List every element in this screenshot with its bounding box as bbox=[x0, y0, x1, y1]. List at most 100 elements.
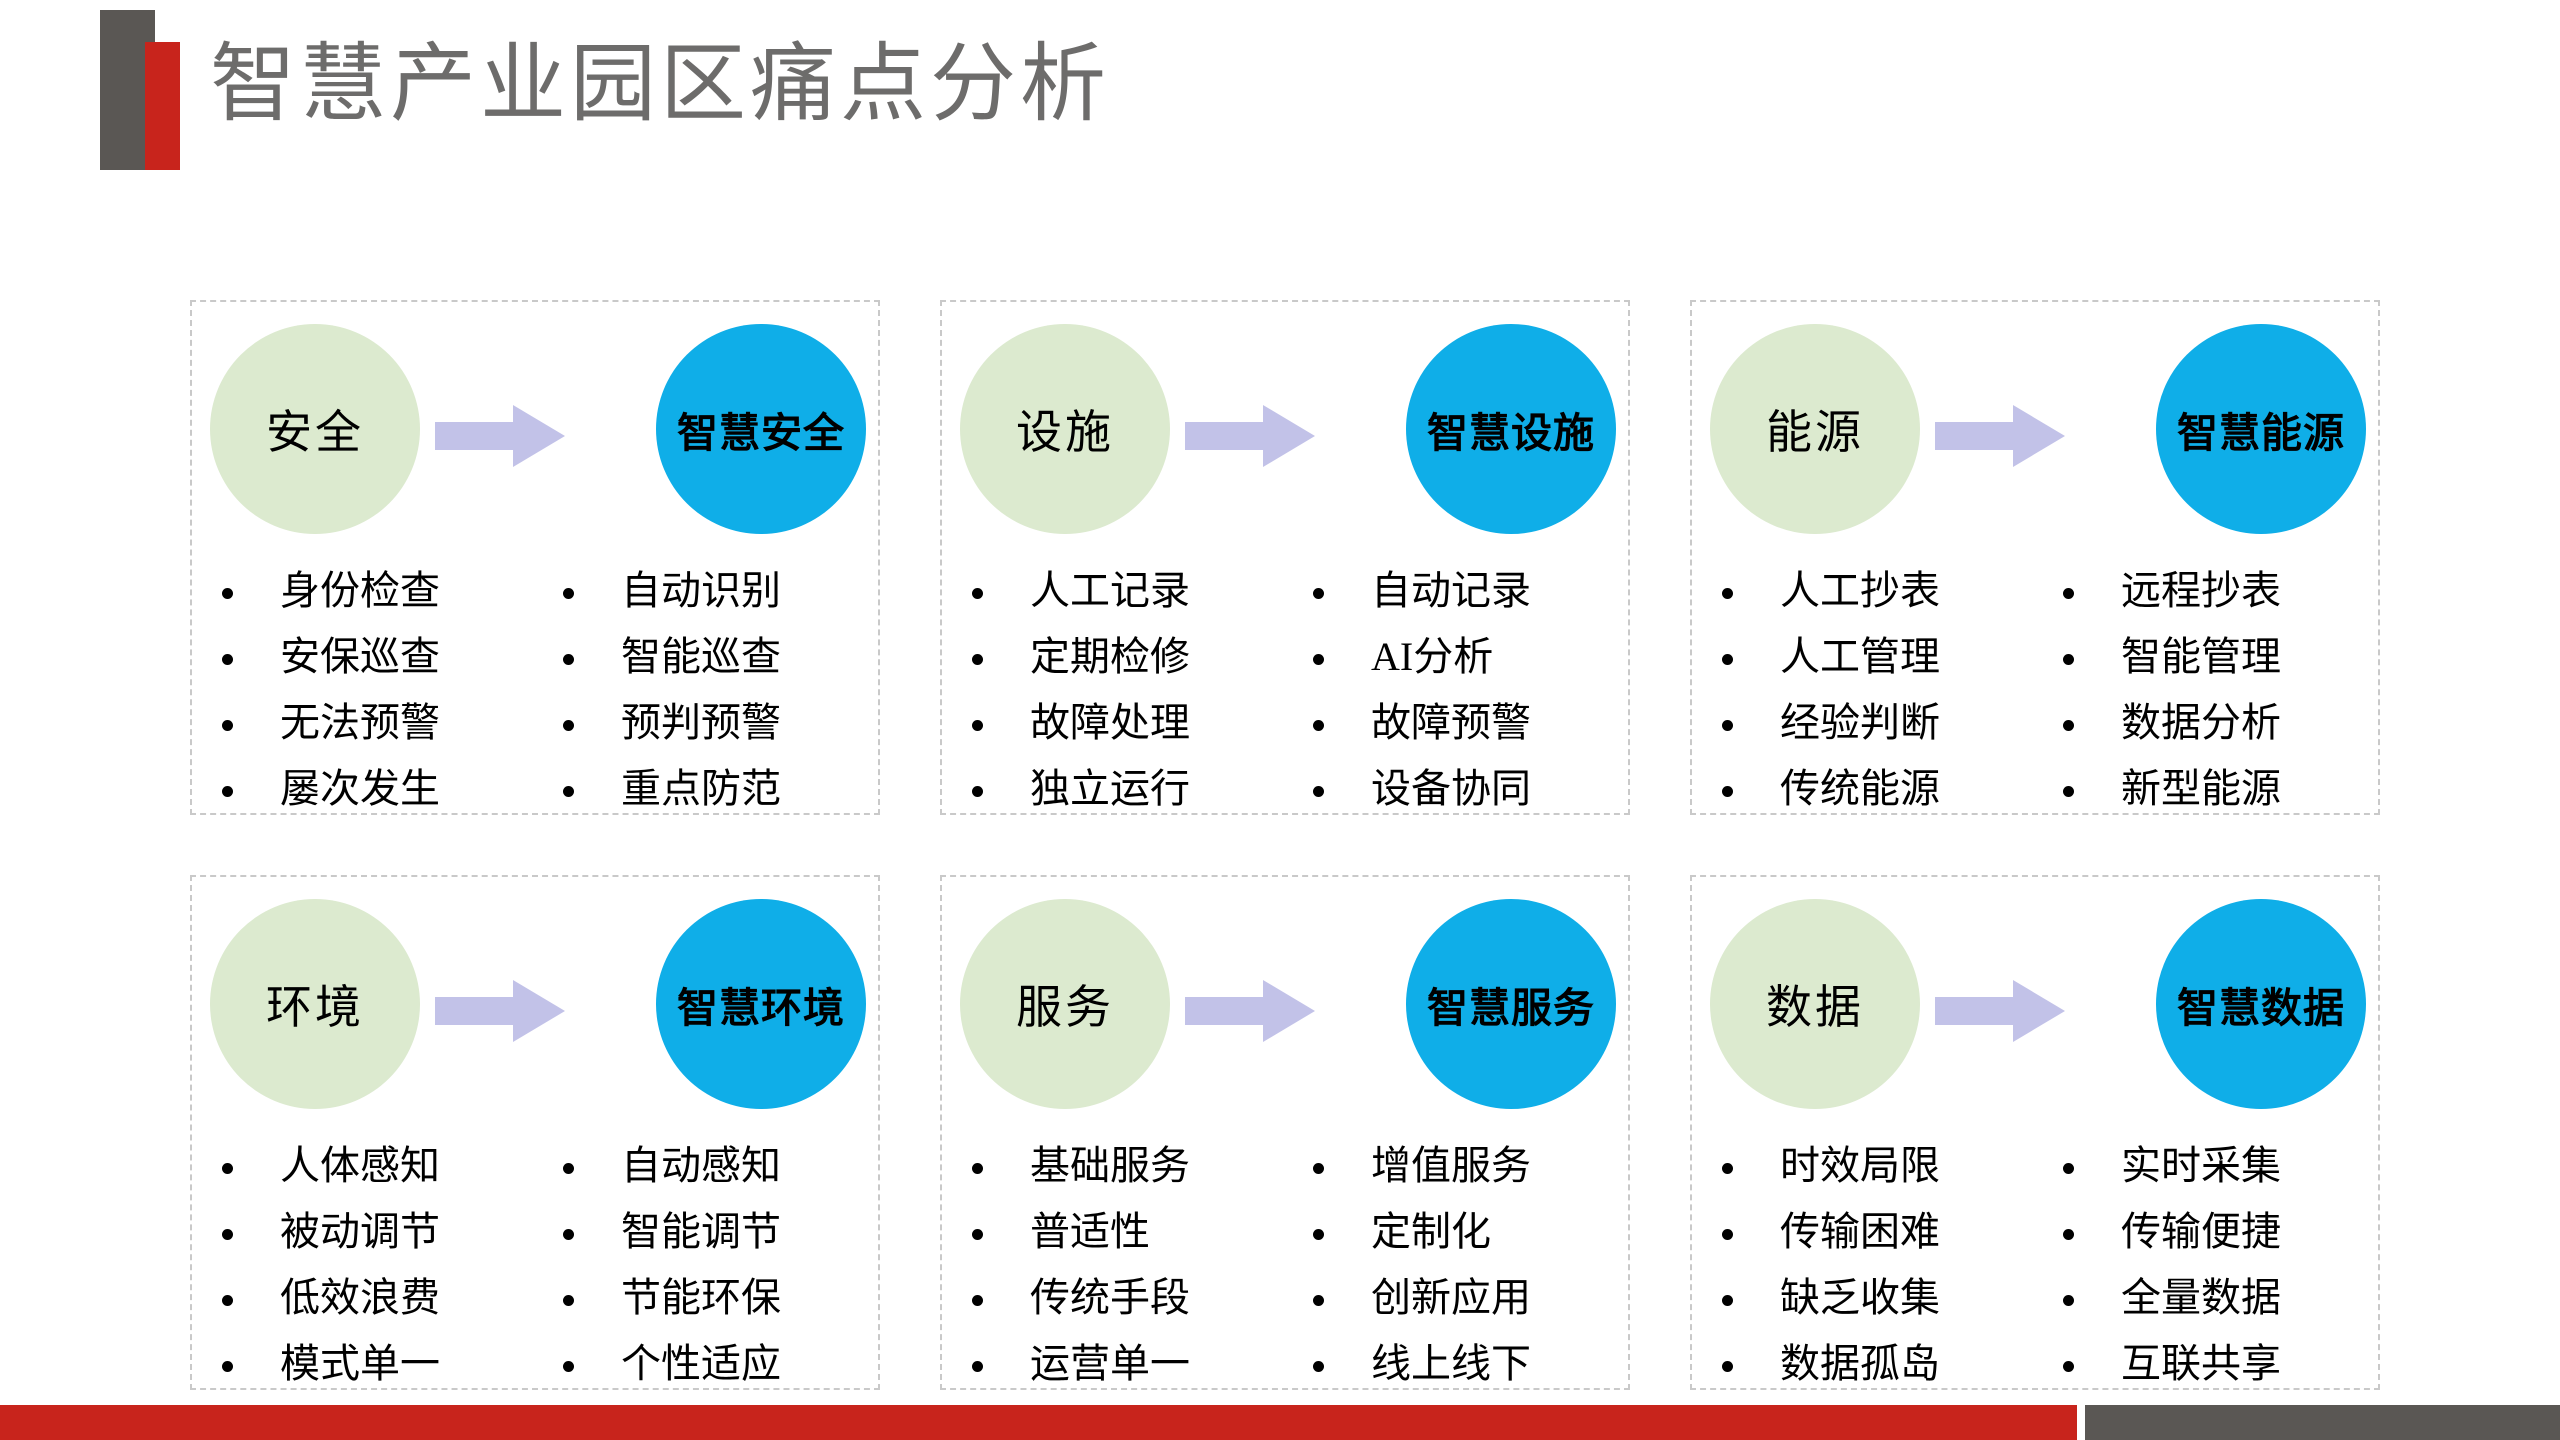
pain-point-list-items: 人体感知被动调节低效浪费模式单一 bbox=[214, 1133, 537, 1397]
card-header: 安全 智慧安全 bbox=[192, 302, 878, 557]
pain-circle[interactable]: 能源 bbox=[1710, 324, 1920, 534]
list-item: 低效浪费 bbox=[214, 1265, 537, 1331]
card-header: 服务 智慧服务 bbox=[942, 877, 1628, 1132]
arrow-right-icon bbox=[435, 405, 565, 467]
pain-circle[interactable]: 服务 bbox=[960, 899, 1170, 1109]
list-item: 预判预警 bbox=[555, 690, 878, 756]
list-item: 数据分析 bbox=[2055, 690, 2378, 756]
page-title: 智慧产业园区痛点分析 bbox=[210, 36, 1110, 132]
list-item: 缺乏收集 bbox=[1714, 1265, 2037, 1331]
list-item: 智能巡查 bbox=[555, 624, 878, 690]
pain-point-card: 数据 智慧数据时效局限传输困难缺乏收集数据孤岛实时采集传输便捷全量数据互联共享 bbox=[1690, 875, 2380, 1390]
title-bar: 智慧产业园区痛点分析 bbox=[0, 0, 2560, 200]
footer-bar-gray bbox=[2085, 1405, 2560, 1440]
pain-point-list-items: 时效局限传输困难缺乏收集数据孤岛 bbox=[1714, 1133, 2037, 1397]
list-item: 数据孤岛 bbox=[1714, 1331, 2037, 1397]
list-item: 人工管理 bbox=[1714, 624, 2037, 690]
smart-point-list: 增值服务定制化创新应用线上线下 bbox=[1287, 1127, 1628, 1386]
list-item: 新型能源 bbox=[2055, 756, 2378, 822]
smart-circle[interactable]: 智慧设施 bbox=[1406, 324, 1616, 534]
list-item: 自动感知 bbox=[555, 1133, 878, 1199]
pain-point-list: 人体感知被动调节低效浪费模式单一 bbox=[192, 1127, 537, 1386]
list-item: 设备协同 bbox=[1305, 756, 1628, 822]
list-item: 普适性 bbox=[964, 1199, 1287, 1265]
pain-point-card-grid: 安全 智慧安全身份检查安保巡查无法预警屡次发生自动识别智能巡查预判预警重点防范设施… bbox=[190, 300, 2380, 1390]
list-item: AI分析 bbox=[1305, 624, 1628, 690]
list-item: 故障预警 bbox=[1305, 690, 1628, 756]
pain-point-list: 身份检查安保巡查无法预警屡次发生 bbox=[192, 552, 537, 811]
list-item: 线上线下 bbox=[1305, 1331, 1628, 1397]
list-item: 自动记录 bbox=[1305, 558, 1628, 624]
list-item: 互联共享 bbox=[2055, 1331, 2378, 1397]
list-item: 被动调节 bbox=[214, 1199, 537, 1265]
list-item: 智能调节 bbox=[555, 1199, 878, 1265]
list-item: 屡次发生 bbox=[214, 756, 537, 822]
smart-point-list-items: 实时采集传输便捷全量数据互联共享 bbox=[2055, 1133, 2378, 1397]
list-item: 传统手段 bbox=[964, 1265, 1287, 1331]
list-item: 时效局限 bbox=[1714, 1133, 2037, 1199]
list-item: 远程抄表 bbox=[2055, 558, 2378, 624]
list-item: 人工抄表 bbox=[1714, 558, 2037, 624]
list-item: 实时采集 bbox=[2055, 1133, 2378, 1199]
pain-circle[interactable]: 安全 bbox=[210, 324, 420, 534]
arrow-right-icon bbox=[435, 980, 565, 1042]
smart-circle[interactable]: 智慧环境 bbox=[656, 899, 866, 1109]
list-item: 身份检查 bbox=[214, 558, 537, 624]
list-item: 全量数据 bbox=[2055, 1265, 2378, 1331]
list-item: 无法预警 bbox=[214, 690, 537, 756]
list-item: 增值服务 bbox=[1305, 1133, 1628, 1199]
arrow-right-icon bbox=[1935, 980, 2065, 1042]
list-item: 传输便捷 bbox=[2055, 1199, 2378, 1265]
pain-point-list-items: 基础服务普适性传统手段运营单一 bbox=[964, 1133, 1287, 1397]
card-header: 环境 智慧环境 bbox=[192, 877, 878, 1132]
card-body: 人工抄表人工管理经验判断传统能源远程抄表智能管理数据分析新型能源 bbox=[1692, 552, 2378, 811]
list-item: 运营单一 bbox=[964, 1331, 1287, 1397]
card-header: 设施 智慧设施 bbox=[942, 302, 1628, 557]
pain-point-list: 人工记录定期检修故障处理独立运行 bbox=[942, 552, 1287, 811]
smart-point-list: 实时采集传输便捷全量数据互联共享 bbox=[2037, 1127, 2378, 1386]
smart-circle[interactable]: 智慧安全 bbox=[656, 324, 866, 534]
pain-circle[interactable]: 设施 bbox=[960, 324, 1170, 534]
card-body: 人体感知被动调节低效浪费模式单一自动感知智能调节节能环保个性适应 bbox=[192, 1127, 878, 1386]
smart-circle[interactable]: 智慧服务 bbox=[1406, 899, 1616, 1109]
card-body: 时效局限传输困难缺乏收集数据孤岛实时采集传输便捷全量数据互联共享 bbox=[1692, 1127, 2378, 1386]
smart-point-list-items: 自动感知智能调节节能环保个性适应 bbox=[555, 1133, 878, 1397]
list-item: 独立运行 bbox=[964, 756, 1287, 822]
card-header: 能源 智慧能源 bbox=[1692, 302, 2378, 557]
smart-point-list-items: 自动识别智能巡查预判预警重点防范 bbox=[555, 558, 878, 822]
list-item: 模式单一 bbox=[214, 1331, 537, 1397]
pain-point-list-items: 人工抄表人工管理经验判断传统能源 bbox=[1714, 558, 2037, 822]
list-item: 定期检修 bbox=[964, 624, 1287, 690]
pain-point-list: 基础服务普适性传统手段运营单一 bbox=[942, 1127, 1287, 1386]
list-item: 经验判断 bbox=[1714, 690, 2037, 756]
pain-circle[interactable]: 环境 bbox=[210, 899, 420, 1109]
list-item: 重点防范 bbox=[555, 756, 878, 822]
smart-point-list-items: 增值服务定制化创新应用线上线下 bbox=[1305, 1133, 1628, 1397]
smart-circle[interactable]: 智慧数据 bbox=[2156, 899, 2366, 1109]
list-item: 传统能源 bbox=[1714, 756, 2037, 822]
list-item: 传输困难 bbox=[1714, 1199, 2037, 1265]
smart-point-list-items: 远程抄表智能管理数据分析新型能源 bbox=[2055, 558, 2378, 822]
pain-point-card: 环境 智慧环境人体感知被动调节低效浪费模式单一自动感知智能调节节能环保个性适应 bbox=[190, 875, 880, 1390]
footer-bar-red bbox=[0, 1405, 2077, 1440]
pain-point-card: 安全 智慧安全身份检查安保巡查无法预警屡次发生自动识别智能巡查预判预警重点防范 bbox=[190, 300, 880, 815]
arrow-right-icon bbox=[1185, 405, 1315, 467]
list-item: 创新应用 bbox=[1305, 1265, 1628, 1331]
pain-point-list: 人工抄表人工管理经验判断传统能源 bbox=[1692, 552, 2037, 811]
smart-point-list: 远程抄表智能管理数据分析新型能源 bbox=[2037, 552, 2378, 811]
card-body: 基础服务普适性传统手段运营单一增值服务定制化创新应用线上线下 bbox=[942, 1127, 1628, 1386]
pain-circle[interactable]: 数据 bbox=[1710, 899, 1920, 1109]
pain-point-list-items: 身份检查安保巡查无法预警屡次发生 bbox=[214, 558, 537, 822]
smart-point-list: 自动感知智能调节节能环保个性适应 bbox=[537, 1127, 878, 1386]
list-item: 智能管理 bbox=[2055, 624, 2378, 690]
pain-point-card: 服务 智慧服务基础服务普适性传统手段运营单一增值服务定制化创新应用线上线下 bbox=[940, 875, 1630, 1390]
arrow-right-icon bbox=[1185, 980, 1315, 1042]
smart-point-list: 自动识别智能巡查预判预警重点防范 bbox=[537, 552, 878, 811]
list-item: 故障处理 bbox=[964, 690, 1287, 756]
smart-circle[interactable]: 智慧能源 bbox=[2156, 324, 2366, 534]
list-item: 节能环保 bbox=[555, 1265, 878, 1331]
